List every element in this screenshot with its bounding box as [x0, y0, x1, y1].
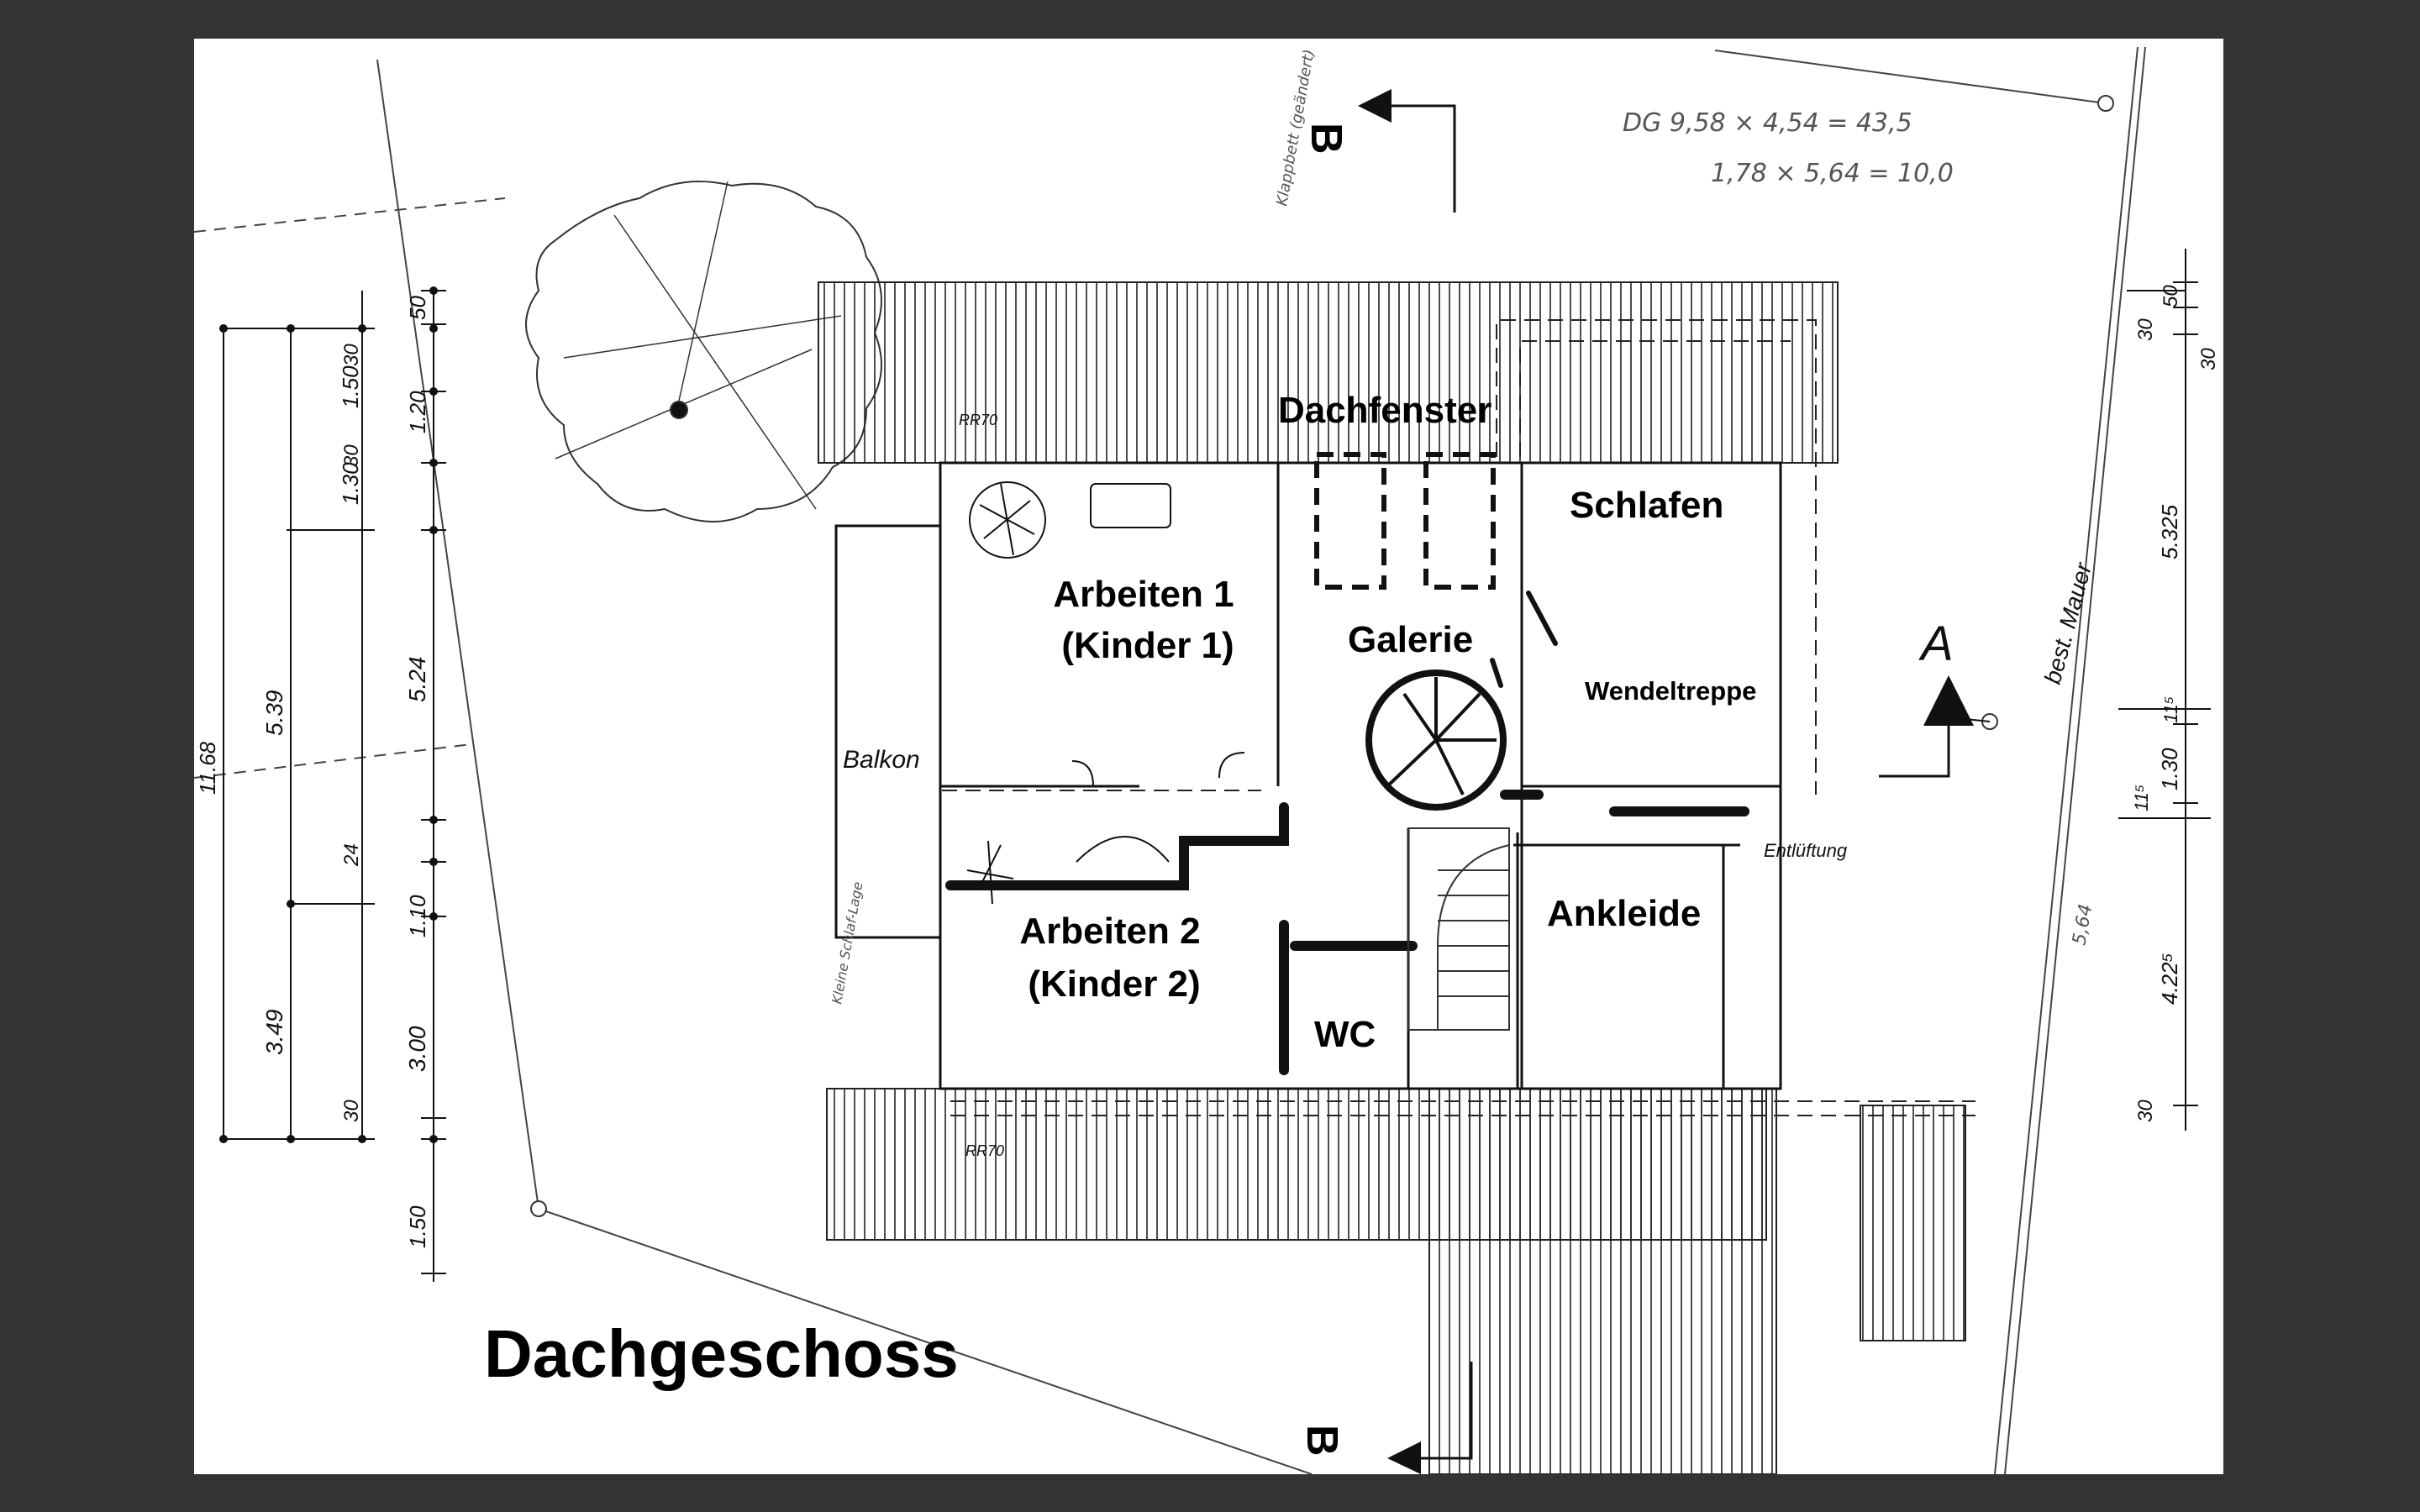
- label-galerie: Galerie: [1348, 619, 1473, 660]
- dim-50: 50: [405, 296, 430, 320]
- walls: [834, 461, 1782, 1090]
- dim-r-4-225: 4.22⁵: [2157, 953, 2182, 1005]
- dim-1-30: 1.30: [338, 462, 363, 505]
- dim-1-50-b: 1.50: [405, 1205, 430, 1248]
- note-area-1: DG 9,58 × 4,54 = 43,5: [1623, 108, 1912, 138]
- dim-1-50-a: 1.50: [338, 365, 363, 408]
- dim-1-20: 1.20: [405, 391, 430, 433]
- furniture-sketch: [966, 481, 1245, 905]
- note-balkon: Kleine Schlaf-Lage: [829, 880, 865, 1005]
- boundary-point: [2097, 95, 2114, 112]
- dim-r-5-325: 5.325: [2157, 504, 2182, 559]
- label-balkon: Balkon: [843, 746, 920, 774]
- spiral-staircase: [1365, 669, 1507, 811]
- section-label-b-top: B: [1302, 123, 1350, 155]
- page-title: Dachgeschoss: [484, 1316, 959, 1391]
- label-dachfenster: Dachfenster: [1278, 390, 1491, 431]
- dim-r-11-5-a: 11⁵: [2160, 696, 2181, 723]
- tree-symbol: [525, 181, 882, 522]
- dim-11-68: 11.68: [195, 741, 220, 795]
- dim-30-b: 30: [340, 444, 363, 467]
- label-arbeiten-2: Arbeiten 2: [1019, 911, 1200, 952]
- label-kinder-1: (Kinder 1): [1061, 625, 1234, 666]
- label-rr70-top: RR70: [959, 412, 997, 428]
- dim-r-11-5-b: 11⁵: [2131, 785, 2152, 811]
- staircase: [1407, 827, 1510, 1031]
- note-area-2: 1,78 × 5,64 = 10,0: [1711, 159, 1954, 188]
- dimension-lines-left: [219, 290, 446, 1282]
- dim-30-c: 30: [340, 1100, 363, 1122]
- label-schlafen: Schlafen: [1570, 485, 1723, 526]
- dim-r-30-b: 30: [2197, 348, 2220, 370]
- dim-3-00: 3.00: [404, 1026, 430, 1072]
- dim-24: 24: [340, 843, 363, 867]
- dim-r-30-a: 30: [2134, 318, 2157, 341]
- floor-plan-drawing: Dachfenster Schlafen Galerie Arbeiten 1 …: [194, 46, 2220, 1474]
- section-marker-a-right: [1879, 675, 1991, 778]
- dimension-lines-right: [2118, 249, 2211, 1131]
- new-walls: [945, 591, 1749, 1075]
- boundary-point: [530, 1200, 547, 1217]
- section-label-a: A: [1918, 617, 1954, 671]
- dachfenster-skylights: [1314, 452, 1496, 590]
- dim-r-50: 50: [2160, 285, 2182, 307]
- property-boundary: [194, 46, 2146, 1474]
- label-wc: WC: [1314, 1014, 1376, 1055]
- section-marker-b-bottom: [1387, 1362, 1473, 1474]
- dim-5-39: 5.39: [261, 690, 287, 737]
- dim-5-24: 5.24: [404, 657, 430, 703]
- dim-3-49: 3.49: [261, 1010, 287, 1056]
- dim-1-10: 1.10: [405, 895, 430, 937]
- dim-30-a: 30: [340, 344, 363, 366]
- label-ankleide: Ankleide: [1547, 893, 1701, 934]
- floor-plan-sheet: Dachfenster Schlafen Galerie Arbeiten 1 …: [194, 39, 2223, 1474]
- label-wendeltreppe: Wendeltreppe: [1585, 676, 1756, 706]
- section-marker-b-top: [1358, 89, 1456, 213]
- section-label-b-bottom: B: [1297, 1425, 1346, 1457]
- label-entlueftung: Entlüftung: [1764, 840, 1848, 861]
- roof-hatching: [818, 281, 1966, 1474]
- label-kinder-2: (Kinder 2): [1028, 963, 1200, 1005]
- note-right-margin: 5,64: [2069, 902, 2096, 947]
- dim-r-30-c: 30: [2134, 1100, 2157, 1122]
- label-arbeiten-1: Arbeiten 1: [1053, 574, 1234, 615]
- dashed-roof-lines: [942, 319, 1975, 1116]
- label-rr70-bottom: RR70: [965, 1142, 1004, 1159]
- dim-r-1-30: 1.30: [2157, 748, 2182, 790]
- dimension-dots-left: [219, 286, 438, 1143]
